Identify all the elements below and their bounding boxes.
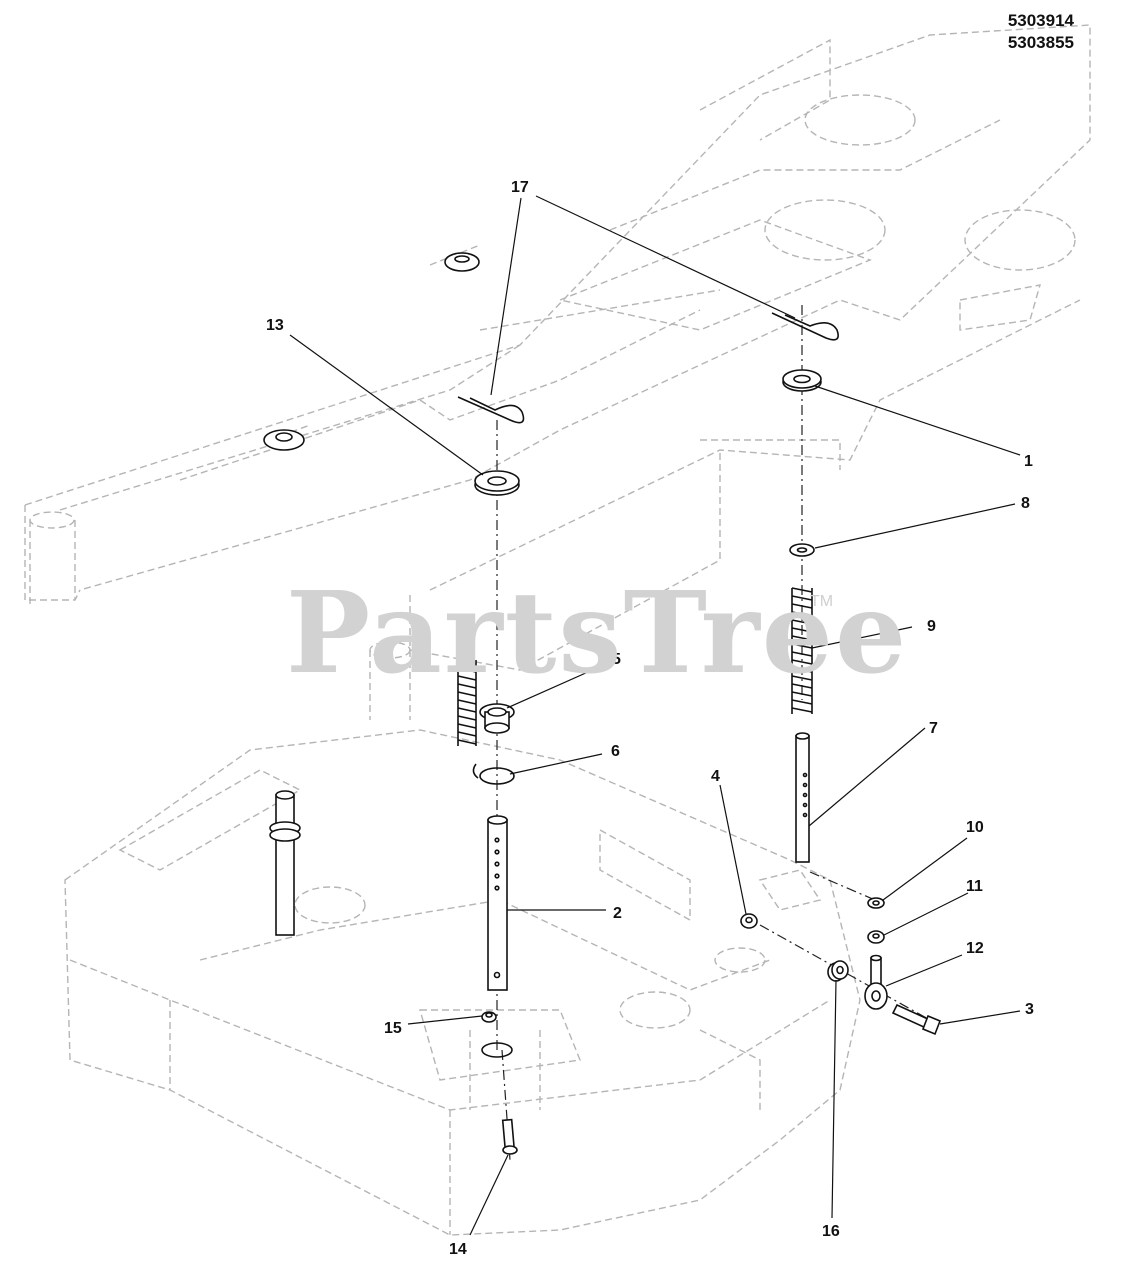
callout-1: 1	[1024, 453, 1033, 470]
callout-4: 4	[711, 768, 720, 785]
callout-11: 11	[966, 878, 983, 895]
part-number-2: 5303855	[1007, 33, 1074, 52]
bushing-13	[474, 470, 520, 496]
lift-rod-2	[487, 815, 508, 991]
callout-17: 17	[511, 179, 529, 196]
spacer-16	[827, 960, 849, 982]
deck-bracket-hole	[481, 1042, 513, 1058]
callout-2: 2	[613, 905, 622, 922]
height-rod-7	[795, 732, 810, 863]
frame-bushing-left	[263, 429, 305, 451]
bolt-14	[501, 1118, 518, 1155]
callout-15: 15	[384, 1020, 402, 1037]
nut-4	[740, 913, 758, 929]
part-number-block: 5303914 5303855	[1008, 10, 1074, 54]
callout-10: 10	[966, 819, 984, 836]
nut-15	[481, 1011, 497, 1023]
callout-labels: 17 13 1 8 9 5 6 7 4 10 2 11 12 3 15 16 1…	[266, 179, 1034, 1258]
callout-9: 9	[927, 618, 936, 635]
assembly-centerlines	[496, 305, 931, 1161]
spring-9	[791, 587, 813, 714]
callout-3: 3	[1025, 1001, 1034, 1018]
watermark-trademark: TM	[810, 593, 834, 610]
nut-11	[867, 930, 885, 944]
callout-13: 13	[266, 317, 284, 334]
parts	[263, 252, 942, 1155]
callout-6: 6	[611, 743, 620, 760]
rod-end-12	[864, 954, 888, 1010]
washer-8	[789, 543, 815, 557]
callout-8: 8	[1021, 495, 1030, 512]
watermark-text: PartsTree	[286, 568, 909, 699]
callout-12: 12	[966, 940, 984, 957]
part-number-1: 5303914	[1007, 11, 1074, 30]
tractor-frame-phantom	[24, 24, 1091, 720]
callout-7: 7	[929, 720, 938, 737]
retaining-ring-6	[472, 763, 515, 785]
hairpin-clip-left	[457, 396, 525, 424]
mower-deck-phantom	[64, 729, 861, 1236]
washer-10	[867, 897, 885, 909]
flange-bushing-5	[479, 703, 515, 734]
bolt-3	[891, 1003, 942, 1036]
callout-16: 16	[822, 1223, 840, 1240]
hairpin-clip-right	[771, 312, 839, 341]
callout-5: 5	[612, 651, 621, 668]
bushing-1	[782, 369, 822, 392]
callout-14: 14	[449, 1241, 467, 1258]
leader-lines	[289, 195, 1021, 1236]
frame-bushing-top	[444, 252, 480, 272]
deck-post-left	[269, 790, 301, 936]
spring-left	[457, 659, 477, 746]
